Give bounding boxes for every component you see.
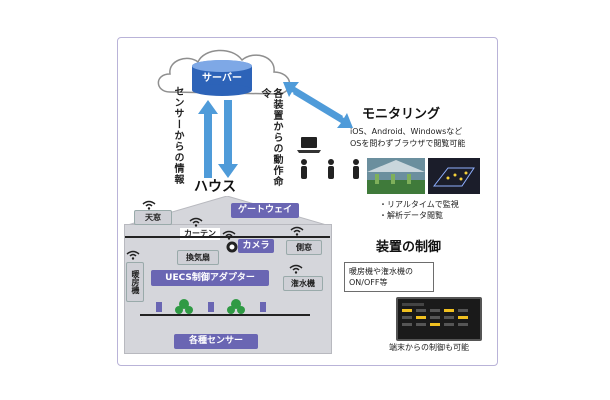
users-icon — [301, 159, 359, 179]
vertical-arrows-icon — [198, 100, 238, 178]
server-icon — [192, 60, 252, 96]
wifi-icon — [142, 200, 156, 210]
camera-label: カメラ — [238, 239, 274, 253]
house-title: ハウス — [194, 179, 236, 195]
control-title: 装置の制御 — [376, 240, 442, 255]
control-device-screen — [396, 297, 482, 341]
gateway-label: ゲートウェイ — [231, 203, 299, 218]
monitoring-line2: OSを問わずブラウザで閲覧可能 — [350, 139, 466, 148]
greenhouse-3d-view — [428, 158, 480, 194]
fan-label: 換気扇 — [177, 250, 219, 265]
control-bubble-line1: 暖房機や潅水機の — [349, 267, 413, 276]
wifi-icon — [222, 230, 236, 240]
laptop-icon — [297, 137, 321, 153]
heater-label: 暖房機 — [126, 262, 144, 302]
control-bubble-line2: ON/OFF等 — [349, 278, 388, 287]
skylight-label: 天窓 — [134, 210, 172, 225]
monitoring-line1: iOS、Android、Windowsなど — [350, 127, 463, 136]
plants-icon — [156, 299, 266, 314]
curtain-rail — [125, 236, 330, 238]
side-window-label: 側窓 — [286, 240, 322, 255]
server-label: サーバー — [202, 73, 242, 84]
sensor-rail — [140, 314, 310, 316]
wifi-icon — [290, 226, 304, 236]
control-panel-display — [402, 303, 468, 326]
control-bubble: 暖房機や潅水機の ON/OFF等 — [344, 262, 434, 292]
device-commands-label: 各装置からの動作命令 — [259, 88, 282, 187]
adapter-label: UECS制御アダプター — [151, 270, 269, 286]
monitoring-bullet-2: ・解析データ閲覧 — [379, 211, 443, 220]
sensors-label: 各種センサー — [174, 334, 258, 349]
wifi-icon — [126, 250, 140, 260]
irrigation-label: 潅水機 — [283, 276, 323, 291]
wifi-icon — [189, 217, 203, 227]
control-footer: 端末からの制御も可能 — [389, 343, 469, 352]
camera-icon — [226, 241, 238, 253]
diagonal-arrows-icon — [283, 82, 353, 128]
greenhouse-photo — [367, 158, 425, 194]
wifi-icon — [289, 264, 303, 274]
monitoring-bullet-1: ・リアルタイムで監視 — [379, 200, 459, 209]
sensor-info-label: センサーからの情報 — [172, 86, 183, 185]
curtain-label: カーテン — [180, 228, 220, 240]
monitoring-title: モニタリング — [362, 107, 441, 122]
